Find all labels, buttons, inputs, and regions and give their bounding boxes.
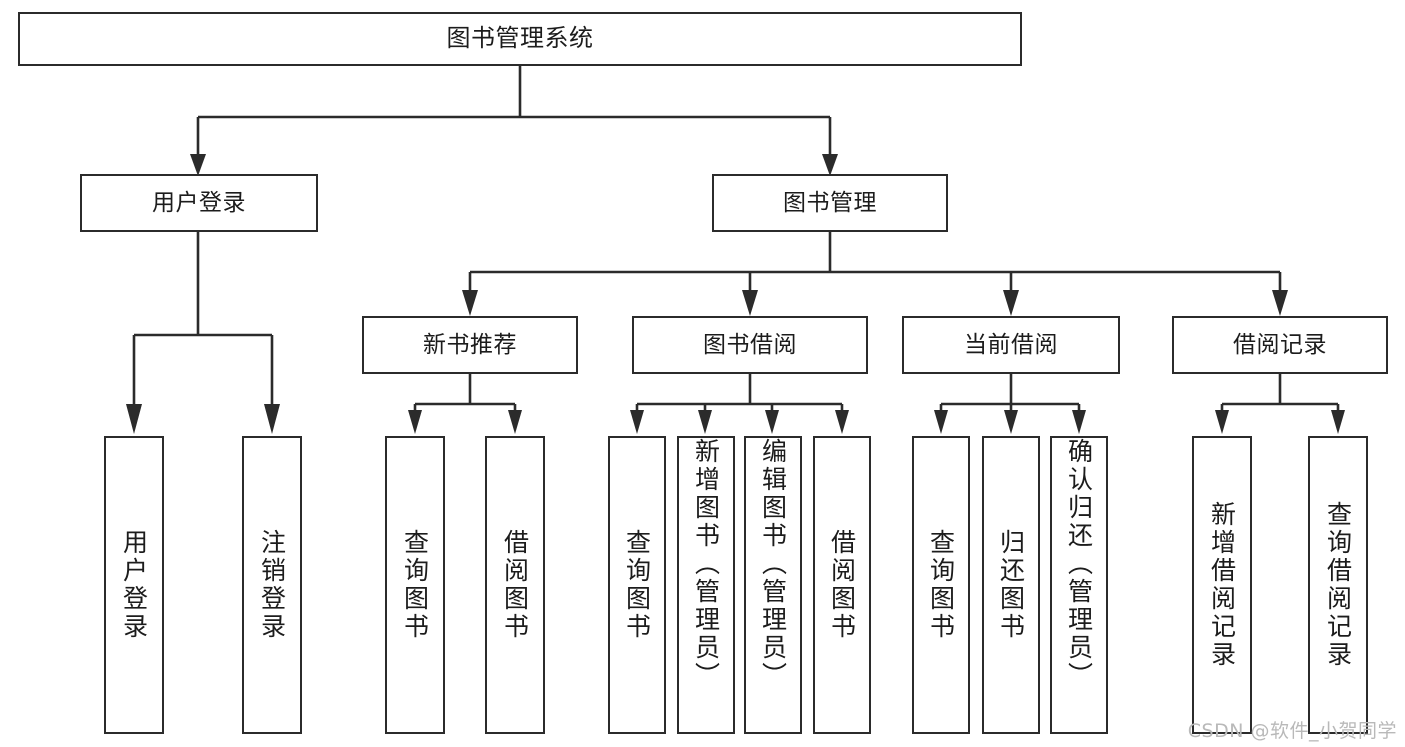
node-current-borrow[interactable]: 当前借阅 xyxy=(902,316,1120,374)
arrow-ul-2 xyxy=(264,404,280,434)
leaf-label: 编辑图书（管理员） xyxy=(758,438,788,690)
node-root[interactable]: 图书管理系统 xyxy=(18,12,1022,66)
leaf-borrow-borrow-book[interactable]: 借阅图书 xyxy=(813,436,871,734)
node-book-borrow-label: 图书借阅 xyxy=(703,331,797,358)
leaf-records-add-record[interactable]: 新增借阅记录 xyxy=(1192,436,1252,734)
leaf-label: 新增图书（管理员） xyxy=(691,438,721,690)
arrow-nsr-1 xyxy=(408,410,422,434)
leaf-label: 新增借阅记录 xyxy=(1207,501,1237,669)
arrow-tsjy-3 xyxy=(765,410,779,434)
node-borrow-records[interactable]: 借阅记录 xyxy=(1172,316,1388,374)
arrow-bm-1 xyxy=(462,290,478,316)
node-current-borrow-label: 当前借阅 xyxy=(964,331,1058,358)
node-book-management[interactable]: 图书管理 xyxy=(712,174,948,232)
arrow-tsjy-1 xyxy=(630,410,644,434)
arrow-tsjy-2 xyxy=(698,410,712,434)
node-new-book-recommend[interactable]: 新书推荐 xyxy=(362,316,578,374)
node-user-login[interactable]: 用户登录 xyxy=(80,174,318,232)
leaf-current-query-book[interactable]: 查询图书 xyxy=(912,436,970,734)
arrow-book-manage xyxy=(822,154,838,176)
leaf-label: 借阅图书 xyxy=(827,529,857,641)
leaf-user-login-login[interactable]: 用户登录 xyxy=(104,436,164,734)
leaf-label: 查询图书 xyxy=(400,529,430,641)
leaf-user-login-logout[interactable]: 注销登录 xyxy=(242,436,302,734)
leaf-borrow-edit-book-admin[interactable]: 编辑图书（管理员） xyxy=(744,436,802,734)
leaf-current-return-book[interactable]: 归还图书 xyxy=(982,436,1040,734)
leaf-current-confirm-return-admin[interactable]: 确认归还（管理员） xyxy=(1050,436,1108,734)
arrow-dqjy-2 xyxy=(1004,410,1018,434)
node-root-label: 图书管理系统 xyxy=(446,24,594,53)
leaf-label: 注销登录 xyxy=(257,529,287,641)
leaf-new-book-query[interactable]: 查询图书 xyxy=(385,436,445,734)
node-borrow-records-label: 借阅记录 xyxy=(1233,331,1327,358)
leaf-label: 归还图书 xyxy=(996,529,1026,641)
leaf-label: 借阅图书 xyxy=(500,529,530,641)
arrow-ul-1 xyxy=(126,404,142,434)
leaf-new-book-borrow[interactable]: 借阅图书 xyxy=(485,436,545,734)
leaf-records-query-record[interactable]: 查询借阅记录 xyxy=(1308,436,1368,734)
leaf-label: 查询图书 xyxy=(622,529,652,641)
leaf-label: 查询借阅记录 xyxy=(1323,501,1353,669)
leaf-label: 查询图书 xyxy=(926,529,956,641)
arrow-bm-3 xyxy=(1003,290,1019,316)
arrow-nsr-2 xyxy=(508,410,522,434)
csdn-watermark: CSDN @软件_小贺同学 xyxy=(1187,720,1397,742)
arrow-jyjl-2 xyxy=(1331,410,1345,434)
arrow-bm-2 xyxy=(742,290,758,316)
node-book-management-label: 图书管理 xyxy=(783,189,877,216)
leaf-borrow-query-book[interactable]: 查询图书 xyxy=(608,436,666,734)
leaf-borrow-add-book-admin[interactable]: 新增图书（管理员） xyxy=(677,436,735,734)
arrow-bm-4 xyxy=(1272,290,1288,316)
leaf-label: 用户登录 xyxy=(119,529,149,641)
arrow-user-login xyxy=(190,154,206,176)
node-user-login-label: 用户登录 xyxy=(152,189,246,216)
node-book-borrow[interactable]: 图书借阅 xyxy=(632,316,868,374)
leaf-label: 确认归还（管理员） xyxy=(1064,438,1094,690)
node-new-book-recommend-label: 新书推荐 xyxy=(423,331,517,358)
arrow-jyjl-1 xyxy=(1215,410,1229,434)
arrow-tsjy-4 xyxy=(835,410,849,434)
arrow-dqjy-3 xyxy=(1072,410,1086,434)
arrow-dqjy-1 xyxy=(934,410,948,434)
